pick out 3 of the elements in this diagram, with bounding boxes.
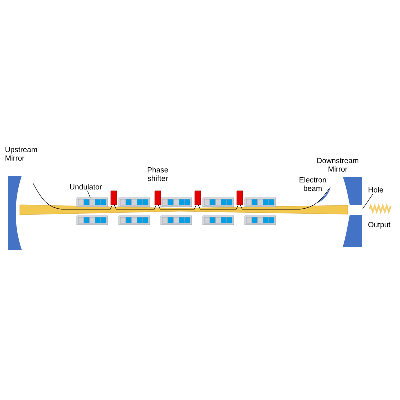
leader-line <box>87 190 91 198</box>
undulator <box>76 198 108 208</box>
leader-line <box>362 194 374 210</box>
